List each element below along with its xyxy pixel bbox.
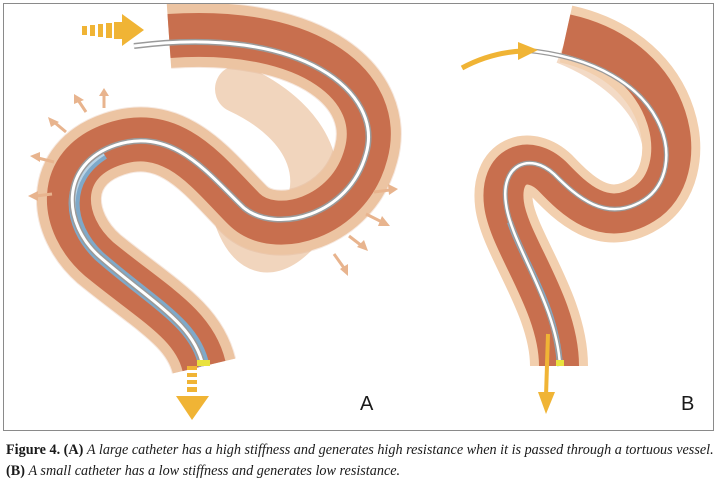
figure-illustration <box>28 4 701 420</box>
output-arrow-b <box>538 333 555 414</box>
output-arrow-a <box>176 366 209 420</box>
caption-part-a-label: (A) <box>63 442 84 458</box>
force-arrows-a <box>28 88 398 276</box>
guidewire-b-core <box>503 48 668 367</box>
panel-label-b: B <box>681 393 695 415</box>
caption-part-a-text: A large catheter has a high stiffness an… <box>86 442 714 458</box>
caption-part-b-label: (B) <box>6 463 25 479</box>
panel-a-vessel-diagram <box>28 4 402 420</box>
push-arrow-b <box>460 42 538 71</box>
figure-caption: Figure 4. (A) A large catheter has a hig… <box>6 440 718 482</box>
figure-frame: A B <box>3 3 714 431</box>
push-arrow-a <box>82 14 144 46</box>
caption-figure-label: Figure 4. <box>6 442 61 458</box>
panel-b-vessel-diagram <box>460 5 701 414</box>
guidewire-a-core <box>70 40 370 367</box>
caption-part-b-text: A small catheter has a low stiffness and… <box>28 463 401 479</box>
panel-label-a: A <box>360 393 374 415</box>
catheter-a-tip <box>197 360 210 366</box>
catheter-b-tip <box>556 360 564 366</box>
